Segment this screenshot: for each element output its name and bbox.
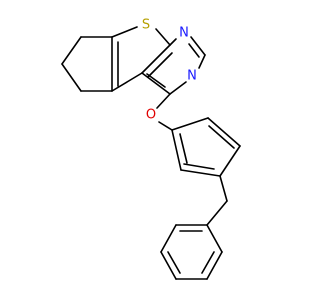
bond-ph4-ph5-inner [183, 163, 215, 170]
bonds [61, 26, 241, 280]
nitrogen-mid-atom-label: N [187, 69, 197, 84]
bond-c4a-c7a [141, 44, 171, 74]
bond-bz5-bz6 [206, 251, 223, 280]
molecule-structure-diagram: S N N O [61, 18, 241, 280]
bond-ch2-bz1 [206, 200, 228, 226]
bond-n1-c2 [190, 36, 206, 56]
bond-c4-c4a [141, 72, 171, 95]
bond-c4-o [156, 93, 171, 109]
bond-n1-c2-inner [188, 43, 200, 58]
bond-c2-c3 [61, 36, 82, 65]
bond-ph4-ph5 [180, 169, 221, 177]
bond-ph2-ph3 [207, 117, 241, 147]
atom-labels: S N N O [142, 18, 197, 123]
bond-c5-c4a [111, 72, 143, 92]
nitrogen-top-atom-label: N [179, 26, 189, 41]
bond-ph1-ph2 [171, 117, 209, 131]
bond-bz6-bz1 [206, 224, 223, 253]
bond-c1-s [111, 26, 138, 38]
bond-s-c7a [155, 28, 171, 46]
bond-ph2-ph3-inner [208, 125, 235, 149]
bond-c7a-n1 [169, 38, 177, 46]
bond-ph5-ph1 [171, 129, 182, 171]
bond-ph4-ch2 [219, 175, 228, 202]
oxygen-atom-label: O [146, 108, 156, 123]
bond-o-ph1 [158, 121, 173, 131]
bond-n3-c4 [169, 81, 187, 95]
sulfur-atom-label: S [142, 18, 150, 33]
bond-ph3-ph4 [219, 145, 241, 177]
bond-bz5-bz6-inner [201, 251, 215, 274]
bond-c3-c4 [61, 63, 82, 92]
bond-bz2-bz3 [160, 224, 177, 253]
bond-c2-n3 [198, 54, 206, 69]
bond-c4a-c7a-inner [147, 52, 173, 78]
bond-ph5-ph1-inner [179, 133, 188, 164]
bond-c4-c4a-inner [146, 73, 166, 88]
bond-bz3-bz4-inner [167, 251, 181, 274]
bond-bz3-bz4 [160, 251, 177, 280]
